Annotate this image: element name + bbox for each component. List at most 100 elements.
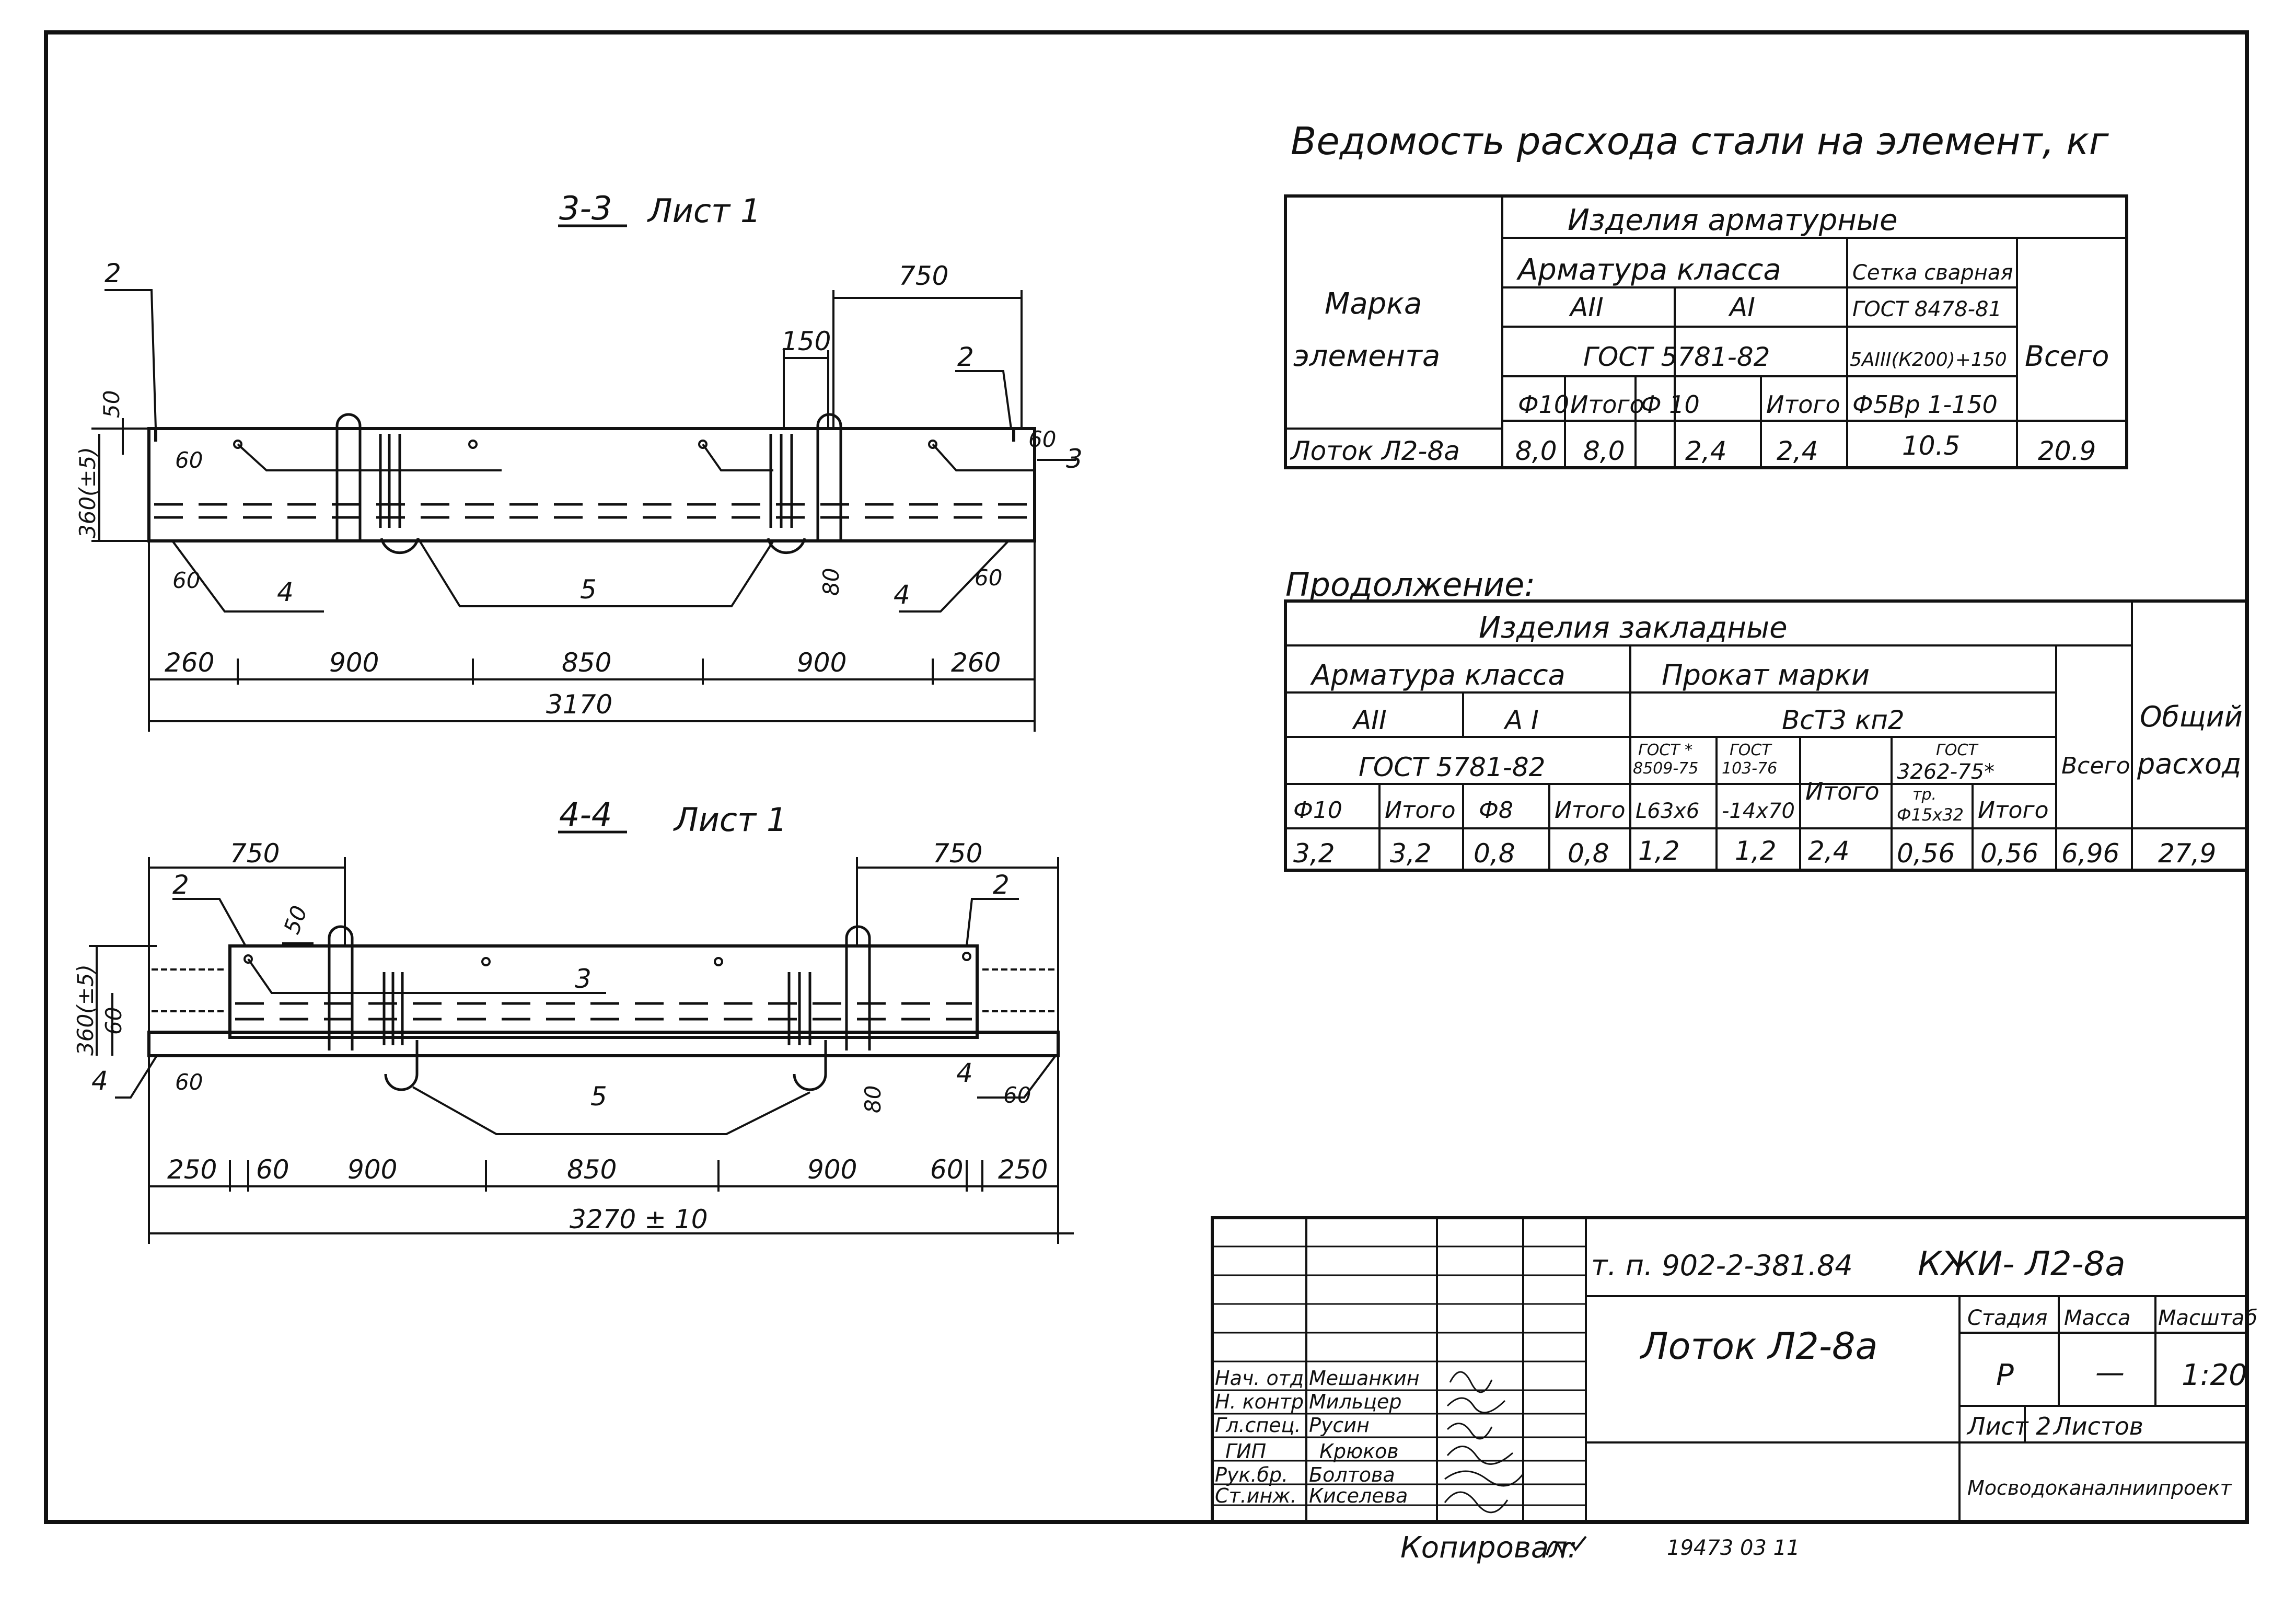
dim-60-right-4-4: 60 [1003, 1082, 1031, 1108]
table1-header-mesh: Сетка сварная [1852, 261, 2013, 285]
dim-60-vertical-4-4: 60 [101, 1007, 126, 1035]
table1-header-gost: ГОСТ 5781-82 [1583, 342, 1770, 372]
table2-header-strip: -14х70 [1722, 799, 1795, 823]
table2-header-a1: А I [1503, 705, 1539, 735]
footer-copied: Копировал: [1400, 1531, 1578, 1565]
dim-360: 360(±5) [75, 447, 100, 538]
stamp-name-2: Мильцер [1309, 1390, 1402, 1413]
dim-60-left-top: 60 [175, 447, 203, 473]
table1-cell-5: 10.5 [1902, 431, 1960, 461]
mark-3-4-4: 3 [575, 964, 592, 994]
steel-table-2: Продолжение: Изделия закладные Арматура … [1284, 565, 2248, 872]
table1-header-gost-mesh: ГОСТ 8478-81 [1852, 297, 2002, 321]
section-3-3: 3-3 Лист 1 2 2 3 4 4 5 750 150 60 50 60 … [75, 189, 1083, 732]
dim-250-left: 250 [167, 1154, 217, 1185]
table2-header-itogo2: Итого [1555, 797, 1626, 824]
dim-750-right: 750 [933, 838, 982, 869]
section-4-4-title: 4-4 [559, 795, 612, 834]
dim-900-left: 900 [329, 648, 379, 678]
stamp-role-5: Рук.бр. [1215, 1463, 1288, 1486]
table1-cell-1: 8,0 [1515, 436, 1557, 466]
dim-total-3270: 3270 ± 10 [570, 1204, 708, 1234]
steel-table-1: Ведомость расхода стали на элемент, кг И… [1284, 119, 2128, 469]
mark-4-right: 4 [894, 580, 910, 610]
dim-850: 850 [562, 648, 611, 678]
table2-header-products: Изделия закладные [1479, 611, 1788, 645]
table2-header-tr1: тр. [1912, 786, 1936, 804]
table2-cell-9: 0,56 [1980, 838, 2038, 869]
table1-header-itogo1: Итого [1570, 390, 1644, 419]
mounting-loop-right-4-4 [787, 925, 871, 1091]
table1-header-products: Изделия арматурные [1568, 203, 1898, 237]
dim-total-3170: 3170 [546, 689, 612, 720]
section-4-4: 4-4 Лист 1 2 2 3 4 4 5 750 750 50 360(±5… [73, 795, 1074, 1244]
dim-60-left-bottom: 60 [172, 568, 200, 593]
stamp-role-4: ГИП [1225, 1440, 1266, 1463]
mounting-loop-right [767, 413, 842, 555]
dim-50-4-4: 50 [279, 902, 312, 937]
mark-5: 5 [580, 574, 597, 605]
stamp-header-scale: Масштаб [2158, 1306, 2257, 1330]
mark-4-left-4-4: 4 [91, 1066, 108, 1096]
stamp-name-6: Киселева [1309, 1484, 1408, 1507]
dim-50: 50 [99, 390, 124, 418]
tray-body-4-4 [147, 944, 1060, 1057]
table1-header-f10: Ф10 [1518, 390, 1569, 419]
table2-header-gost1a: ГОСТ * [1638, 741, 1692, 759]
table2-header-gost3b: 3262-75* [1897, 760, 1994, 784]
stamp-name-5: Болтова [1309, 1463, 1395, 1486]
table1-header-mesh-spec: 5АIII(К200)+150 [1850, 349, 2007, 371]
table1-header-mark: Марка [1325, 287, 1422, 321]
mark-2-right-4-4: 2 [993, 870, 1010, 900]
table1-cell-6: 20.9 [2038, 436, 2096, 466]
stamp-header-stage: Стадия [1967, 1306, 2047, 1330]
footer-number: 19473 03 11 [1667, 1536, 1800, 1560]
reinforcement-bars-4-4 [235, 1002, 972, 1021]
reinforcement-bars-3-3 [154, 503, 1032, 519]
table1-header-f10b: Ф 10 [1641, 390, 1700, 419]
stamp-stage: Р [1996, 1358, 2014, 1392]
table1-header-a1: АI [1728, 292, 1755, 322]
table1-cell-3: 2,4 [1685, 436, 1727, 466]
dim-60-bottom-left: 60 [256, 1154, 289, 1185]
section-3-3-sheet-ref: Лист 1 [647, 192, 761, 230]
table2-header-a2: АII [1352, 705, 1387, 735]
tray-body-3-3 [147, 427, 1036, 542]
table2-cell-10: 6,96 [2061, 838, 2119, 869]
dim-150: 150 [781, 326, 831, 356]
mark-2-left-4-4: 2 [172, 870, 189, 900]
dim-750: 750 [899, 261, 948, 291]
dim-80: 80 [818, 568, 844, 596]
stamp-sheet-code: КЖИ- Л2-8а [1918, 1245, 2126, 1284]
stamp-role-6: Ст.инж. [1215, 1484, 1297, 1507]
stamp-sheet: Лист 2 [1966, 1412, 2051, 1440]
table1-header-total: Всего [2025, 340, 2109, 373]
stamp-role-3: Гл.спец. [1215, 1414, 1301, 1437]
table1-header-element: элемента [1293, 339, 1440, 373]
dim-900-left-4-4: 900 [347, 1154, 397, 1185]
table2-cell-2: 3,2 [1390, 838, 1432, 869]
stamp-organization: Мосводоканалниипроект [1967, 1476, 2233, 1499]
table2-cell-8: 0,56 [1897, 838, 1955, 869]
stamp-name-1: Мешанкин [1309, 1367, 1420, 1390]
table1-header-itogo2: Итого [1766, 390, 1840, 419]
table2-header-itogo1: Итого [1385, 797, 1456, 824]
table2-header-gost2b: 103-76 [1722, 759, 1777, 778]
table2-cell-11: 27,9 [2158, 838, 2216, 869]
copier-signature [1546, 1535, 1587, 1559]
table2-header-overall2: расход [2137, 747, 2241, 780]
dim-60-left-4-4: 60 [175, 1069, 203, 1095]
signatures [1444, 1371, 1524, 1514]
dim-60-bottom-right: 60 [930, 1154, 964, 1185]
table2-cell-5: 1,2 [1638, 836, 1680, 866]
table2-cell-6: 1,2 [1735, 836, 1777, 866]
table2-header-tr2: Ф15х32 [1897, 805, 1964, 825]
stamp-name: Лоток Л2-8а [1639, 1325, 1877, 1368]
mounting-loop-left [335, 413, 420, 555]
stamp-mass: — [2095, 1356, 2125, 1390]
table2-header-gost2a: ГОСТ [1730, 741, 1772, 759]
dim-900-right: 900 [797, 648, 846, 678]
stamp-code: т. п. 902-2-381.84 [1591, 1249, 1853, 1282]
table2-header-itogo-mid: Итого [1805, 777, 1880, 805]
